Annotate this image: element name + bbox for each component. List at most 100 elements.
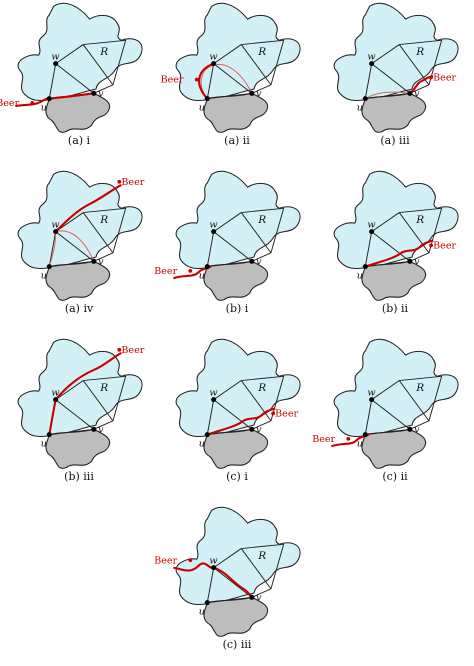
vertex-v [407, 426, 413, 432]
graph-edge [241, 375, 284, 382]
vertex-label-v: v [98, 89, 104, 100]
vertex-label-w: w [209, 219, 217, 230]
vertex-w [211, 397, 217, 403]
graph-edge [82, 380, 114, 422]
light-blue-region [175, 506, 301, 606]
beer-dot [346, 436, 351, 441]
graph-edge [112, 376, 127, 421]
graph-edge [270, 544, 285, 589]
graph-edge [364, 399, 373, 435]
vertex-label-w: w [51, 387, 59, 398]
region-label-R: R [99, 46, 108, 58]
beer-dot [429, 243, 433, 248]
graph-edge [83, 39, 126, 46]
light-blue-region [175, 170, 301, 270]
vertex-u [46, 264, 52, 270]
vertex-v [249, 90, 255, 96]
graph-edge [206, 399, 215, 435]
graph-edge [364, 231, 373, 267]
beer-label: Beer [433, 241, 456, 252]
vertex-v [249, 426, 255, 432]
graph-edge [365, 428, 410, 436]
vertex-v [407, 90, 413, 96]
graph-edge [241, 207, 284, 214]
graph-edge [213, 44, 242, 65]
graph-edge [240, 212, 272, 254]
graph-edge [55, 44, 84, 65]
vertex-label-v: v [256, 257, 262, 268]
graph-edge [428, 376, 443, 421]
panel-caption: (a) iii [380, 134, 410, 147]
region-label-R: R [257, 382, 266, 394]
vertex-w [211, 229, 217, 235]
thin-path [365, 91, 410, 100]
graph-edge [270, 40, 285, 85]
graph-edge [213, 212, 242, 233]
vertex-v [407, 258, 413, 264]
beer-label: Beer [121, 345, 144, 356]
vertex-label-u: u [199, 606, 205, 617]
region-label-R: R [257, 46, 266, 58]
graph-edge [371, 380, 400, 401]
region-label-R: R [257, 550, 266, 562]
graph-edge [398, 212, 430, 254]
graph-edge [207, 92, 252, 100]
graph-edge [371, 44, 400, 65]
beer-label: Beer [121, 177, 144, 188]
region-label-R: R [99, 214, 108, 226]
vertex-u [204, 600, 210, 606]
graph-edge [213, 567, 253, 598]
vertex-label-w: w [51, 51, 59, 62]
vertex-w [53, 229, 59, 235]
panel-caption: (a) i [67, 134, 91, 147]
beer-path [48, 352, 122, 435]
vertex-label-v: v [414, 257, 420, 268]
vertex-label-u: u [41, 102, 47, 113]
vertex-label-v: v [414, 425, 420, 436]
graph-edge [241, 543, 284, 550]
beer-label: Beer [161, 75, 184, 86]
vertex-v [91, 426, 97, 432]
vertex-v [91, 90, 97, 96]
graph-edge [213, 548, 242, 569]
light-blue-region [333, 338, 459, 438]
vertex-v [91, 258, 97, 264]
graph-edge [213, 380, 242, 401]
beer-dot [117, 179, 122, 184]
beer-path [15, 92, 94, 108]
beer-dot [30, 100, 35, 105]
graph-edge [398, 380, 430, 422]
vertex-label-u: u [199, 102, 205, 113]
vertex-label-u: u [357, 102, 363, 113]
graph-edge [93, 84, 114, 94]
graph-edge [365, 260, 410, 268]
beer-path [364, 239, 434, 268]
beer-path [54, 184, 122, 233]
graph-edge [206, 567, 215, 603]
beer-path [206, 407, 276, 436]
light-blue-region [17, 2, 143, 102]
graph-edge [207, 260, 252, 268]
vertex-label-w: w [367, 387, 375, 398]
light-blue-region [17, 338, 143, 438]
graph-edge [49, 428, 94, 436]
beer-dot [117, 347, 122, 352]
beer-label: Beer [154, 266, 177, 277]
vertex-label-w: w [209, 51, 217, 62]
graph-edge [240, 44, 272, 86]
panel-caption: (b) iii [64, 470, 94, 483]
graph-edge [240, 380, 272, 422]
graph-edge [371, 63, 411, 94]
vertex-w [211, 565, 217, 571]
graph-edge [270, 208, 285, 253]
graph-edge [55, 399, 95, 430]
graph-edge [207, 596, 252, 604]
graph-edge [55, 380, 84, 401]
